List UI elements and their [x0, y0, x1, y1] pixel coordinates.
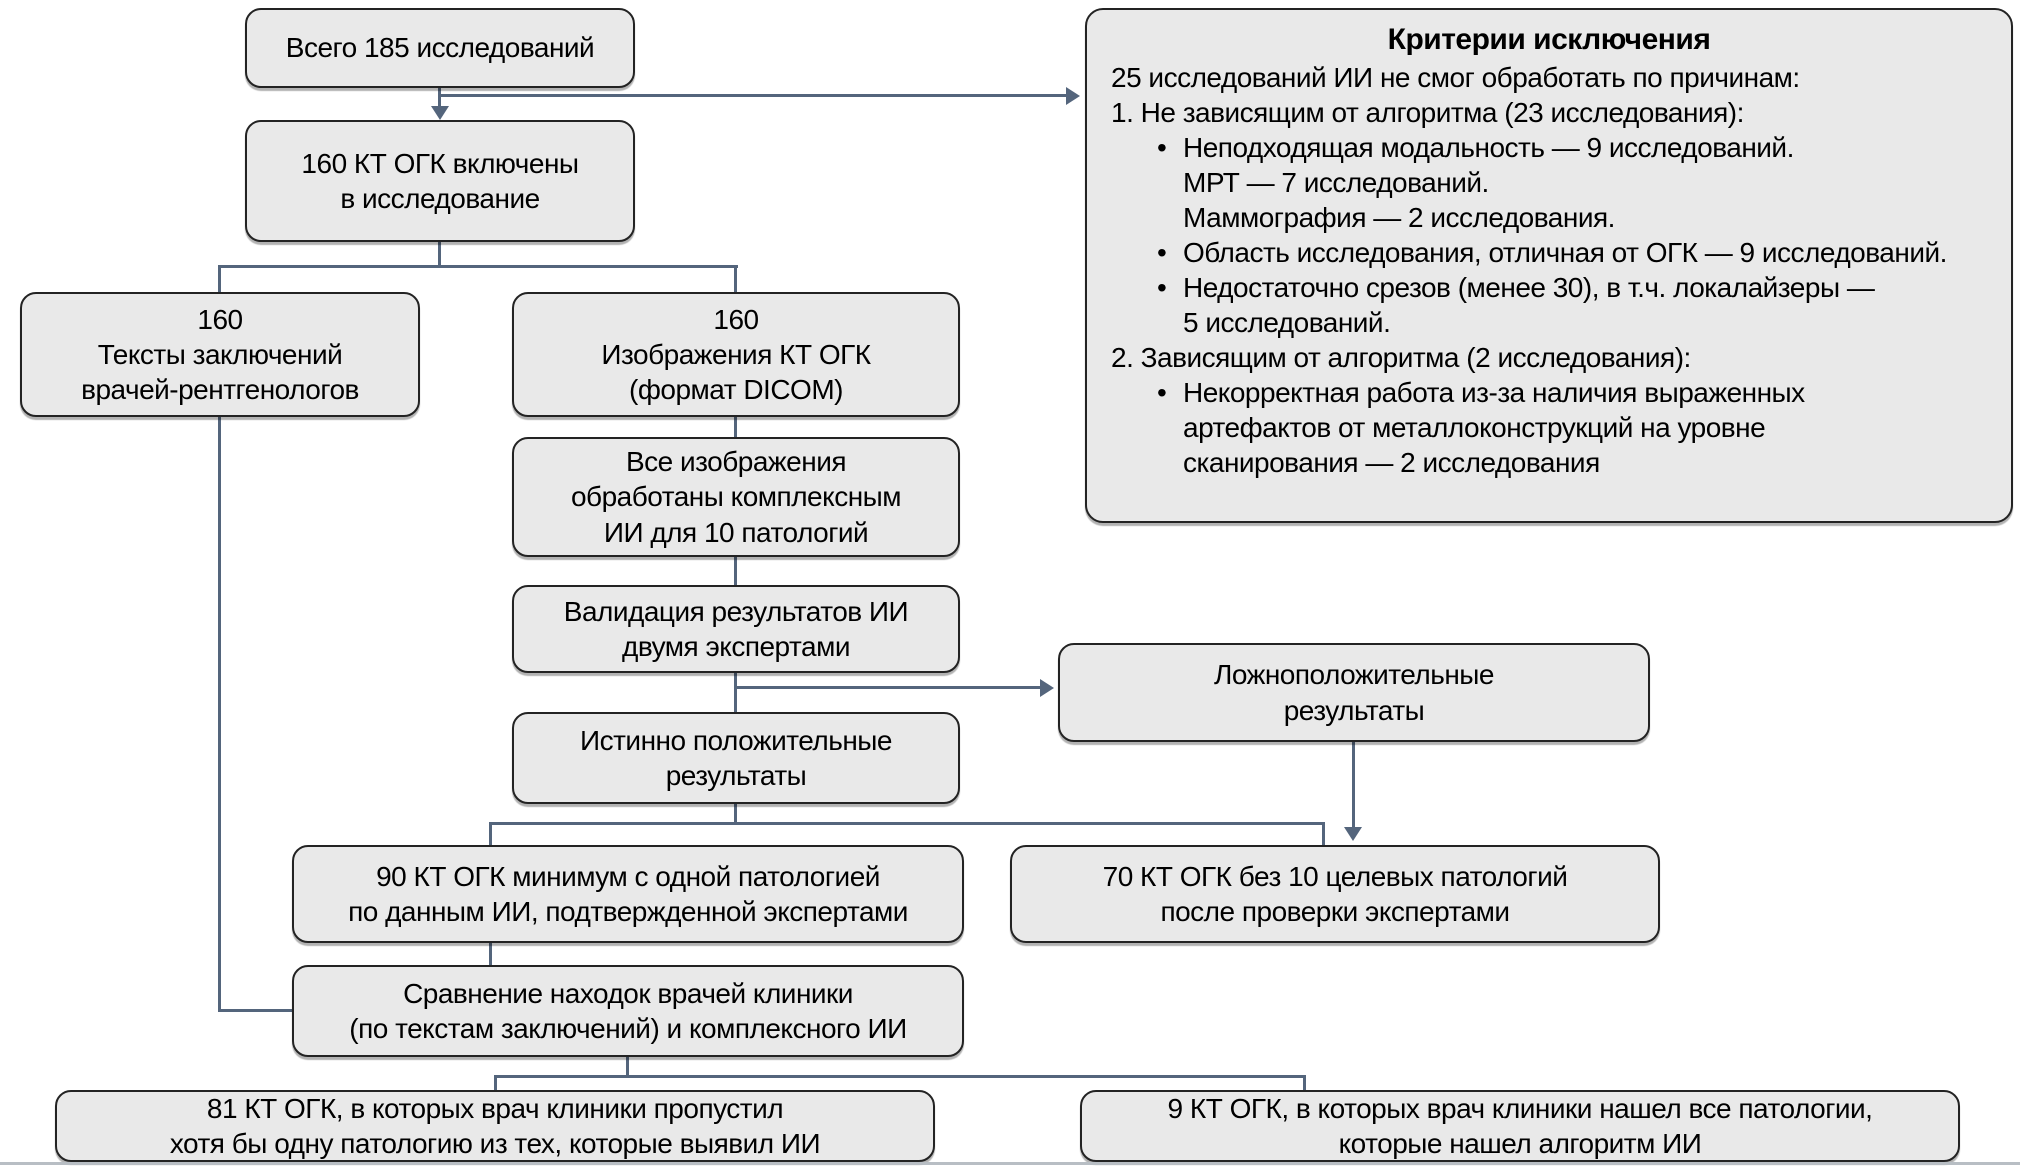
- connector-falsepos-to-seventy: [1352, 742, 1355, 830]
- node-ct-images: 160 Изображения КТ ОГК (формат DICOM): [512, 292, 960, 417]
- exclusion-item: Область исследования, отличная от ОГК — …: [1157, 235, 1987, 270]
- connector-total-to-included: [438, 88, 441, 114]
- node-seventy-without-pathology: 70 КТ ОГК без 10 целевых патологий после…: [1010, 845, 1660, 943]
- node-included-studies: 160 КТ ОГК включены в исследование: [245, 120, 635, 242]
- node-text-line: Все изображения: [625, 446, 847, 478]
- node-text-line: (по текстам заключений) и комплексного И…: [349, 1013, 907, 1044]
- connector-processed-to-validation: [734, 557, 737, 585]
- node-found-all-pathology: 9 КТ ОГК, в которых врач клиники нашел в…: [1080, 1090, 1960, 1162]
- node-text-line: в исследование: [340, 183, 540, 214]
- node-text-line: по данным ИИ, подтвержденной экспертами: [348, 896, 908, 927]
- connector-to-images: [734, 265, 737, 292]
- connector-total-to-exclusion: [440, 94, 1068, 97]
- node-text-line: Тексты заключений: [97, 338, 343, 370]
- node-text-line: результаты: [665, 760, 807, 791]
- connector-to-falsepos: [736, 686, 1042, 689]
- node-text-line: 160: [197, 303, 243, 335]
- connector-split-horizontal: [218, 265, 738, 268]
- node-text-line: (формат DICOM): [629, 374, 843, 406]
- node-text-line: Всего 185 исследований: [285, 32, 595, 64]
- node-text-line: обработаны комплексным: [570, 481, 902, 513]
- arrowhead-into-exclusion: [1066, 87, 1080, 105]
- connector-to-seventy: [1322, 822, 1325, 845]
- node-text-line: Изображения КТ ОГК: [601, 338, 871, 370]
- connector-results-branch: [489, 822, 1325, 825]
- node-text-line: после проверки экспертами: [1160, 896, 1510, 927]
- node-ai-processing: Все изображения обработаны комплексным И…: [512, 437, 960, 557]
- connector-comparison-stub: [626, 1057, 629, 1078]
- exclusion-group1: 1. Не зависящим от алгоритма (23 исследо…: [1111, 97, 1744, 128]
- node-text-line: 90 КТ ОГК минимум с одной патологией: [376, 860, 880, 892]
- exclusion-item-continuation: МРТ — 7 исследований.: [1183, 167, 1489, 198]
- connector-ninety-to-comparison: [489, 943, 492, 965]
- node-text-line: 9 КТ ОГК, в которых врач клиники нашел в…: [1167, 1092, 1873, 1124]
- exclusion-title: Критерии исключения: [1387, 23, 1711, 56]
- page-bottom-rule: [0, 1162, 2020, 1165]
- node-radiologist-reports: 160 Тексты заключений врачей-рентгенолог…: [20, 292, 420, 417]
- connector-validation-to-truepos: [734, 673, 737, 712]
- exclusion-intro: 25 исследований ИИ не смог обработать по…: [1111, 62, 1800, 93]
- node-text-line: двумя экспертами: [622, 631, 851, 662]
- connector-bottom-branch: [494, 1075, 1306, 1078]
- connector-truepos-stub: [734, 804, 737, 825]
- node-text-line: результаты: [1283, 694, 1425, 726]
- node-findings-comparison: Сравнение находок врачей клиники (по тек…: [292, 965, 964, 1057]
- node-ninety-with-pathology: 90 КТ ОГК минимум с одной патологией по …: [292, 845, 964, 943]
- node-true-positive: Истинно положительные результаты: [512, 712, 960, 804]
- exclusion-item: Недостаточно срезов (менее 30), в т.ч. л…: [1157, 270, 1987, 305]
- node-text-line: Валидация результатов ИИ: [563, 595, 909, 627]
- connector-included-stub: [438, 242, 441, 268]
- node-total-studies: Всего 185 исследований: [245, 8, 635, 88]
- connector-reports-down: [218, 417, 221, 1012]
- connector-to-ninety: [489, 822, 492, 845]
- exclusion-item: Неподходящая модальность — 9 исследовани…: [1157, 130, 1987, 165]
- node-text-line: хотя бы одну патологию из тех, которые в…: [169, 1128, 821, 1159]
- node-text-line: 160: [713, 303, 759, 335]
- connector-to-reports: [218, 265, 221, 292]
- connector-reports-to-comparison: [218, 1009, 292, 1012]
- exclusion-criteria-panel: Критерии исключения 25 исследований ИИ н…: [1085, 8, 2013, 523]
- connector-to-missed: [494, 1075, 497, 1091]
- node-false-positive: Ложноположительные результаты: [1058, 643, 1650, 742]
- exclusion-item-continuation: Маммография — 2 исследования.: [1183, 202, 1615, 233]
- node-text-line: Ложноположительные: [1213, 659, 1495, 691]
- exclusion-item: Некорректная работа из-за наличия выраже…: [1157, 375, 1987, 410]
- exclusion-group2: 2. Зависящим от алгоритма (2 исследовани…: [1111, 342, 1691, 373]
- exclusion-item-continuation: артефактов от металлоконструкций на уров…: [1183, 412, 1766, 443]
- node-expert-validation: Валидация результатов ИИ двумя экспертам…: [512, 585, 960, 673]
- arrowhead-into-falsepos: [1040, 679, 1054, 697]
- node-text-line: Сравнение находок врачей клиники: [403, 977, 853, 1009]
- arrowhead-into-included: [431, 106, 449, 120]
- node-text-line: 81 КТ ОГК, в которых врач клиники пропус…: [206, 1092, 784, 1124]
- exclusion-item-continuation: 5 исследований.: [1183, 307, 1391, 338]
- node-text-line: врачей-рентгенологов: [81, 374, 359, 406]
- node-text-line: 160 КТ ОГК включены: [301, 147, 579, 179]
- connector-images-to-processed: [734, 417, 737, 437]
- node-text-line: которые нашел алгоритм ИИ: [1338, 1128, 1702, 1159]
- exclusion-item-continuation: сканирования — 2 исследования: [1183, 447, 1600, 478]
- node-text-line: ИИ для 10 патологий: [603, 516, 869, 548]
- arrowhead-into-seventy: [1344, 827, 1362, 841]
- node-missed-pathology: 81 КТ ОГК, в которых врач клиники пропус…: [55, 1090, 935, 1162]
- connector-to-found: [1303, 1075, 1306, 1091]
- node-text-line: 70 КТ ОГК без 10 целевых патологий: [1102, 860, 1568, 892]
- node-text-line: Истинно положительные: [579, 724, 893, 756]
